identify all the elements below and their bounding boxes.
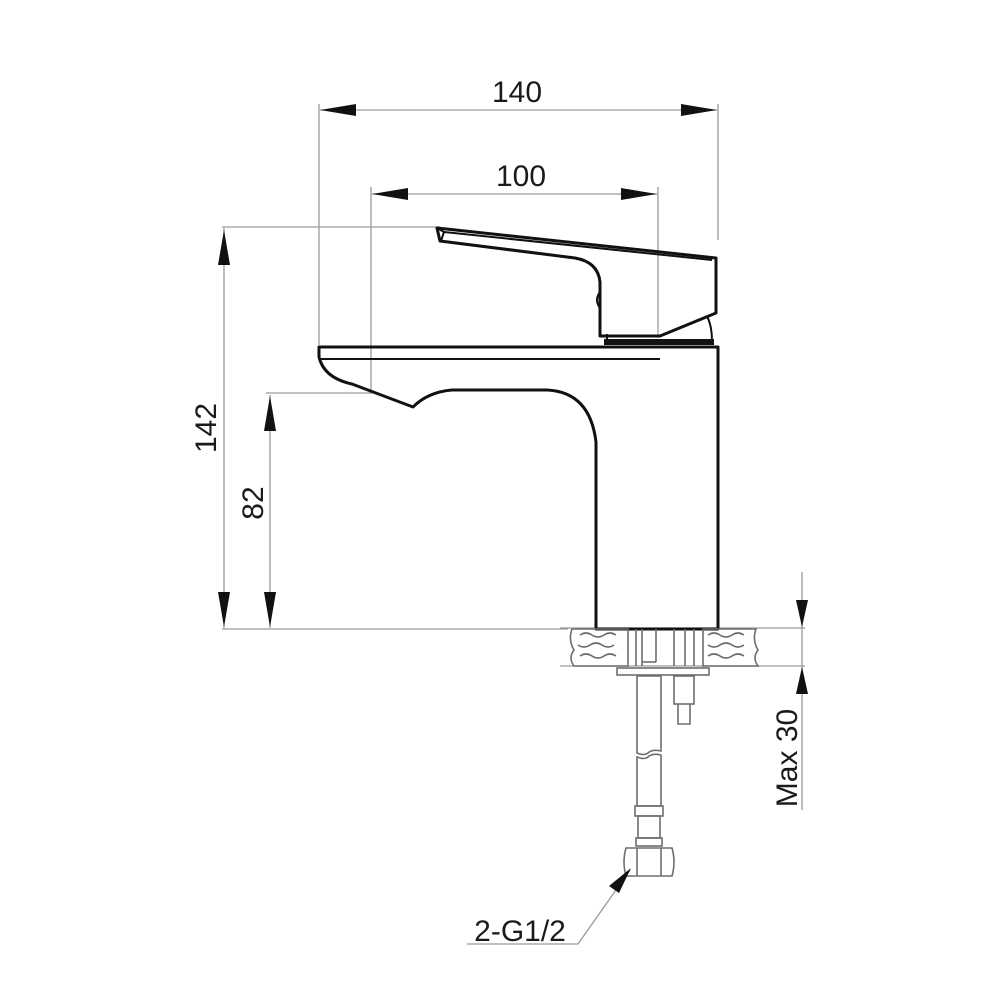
callout-label-connection: 2-G1/2 — [474, 915, 566, 948]
dimension-overall-length: 140 — [318, 76, 719, 345]
dimension-overall-height: 142 — [190, 226, 440, 628]
dimension-label-max30: Max 30 — [771, 709, 804, 807]
lever-handle — [435, 226, 718, 345]
connection-callout: 2-G1/2 — [467, 868, 631, 948]
dimension-label-100: 100 — [496, 160, 546, 193]
hose-nut — [623, 847, 675, 877]
mounting-stud — [673, 675, 695, 725]
countertop-section — [569, 628, 760, 667]
dimension-spout-height: 82 — [237, 392, 372, 628]
dimension-spout-reach: 100 — [370, 160, 659, 393]
tap-body — [317, 345, 720, 631]
dimension-label-140: 140 — [492, 76, 542, 109]
dimension-label-82: 82 — [237, 486, 270, 519]
dimension-label-142: 142 — [190, 403, 223, 453]
mounting-shanks — [616, 629, 710, 676]
dimension-max-deck-thickness: Max 30 — [771, 572, 808, 810]
flexible-hose — [634, 675, 664, 847]
